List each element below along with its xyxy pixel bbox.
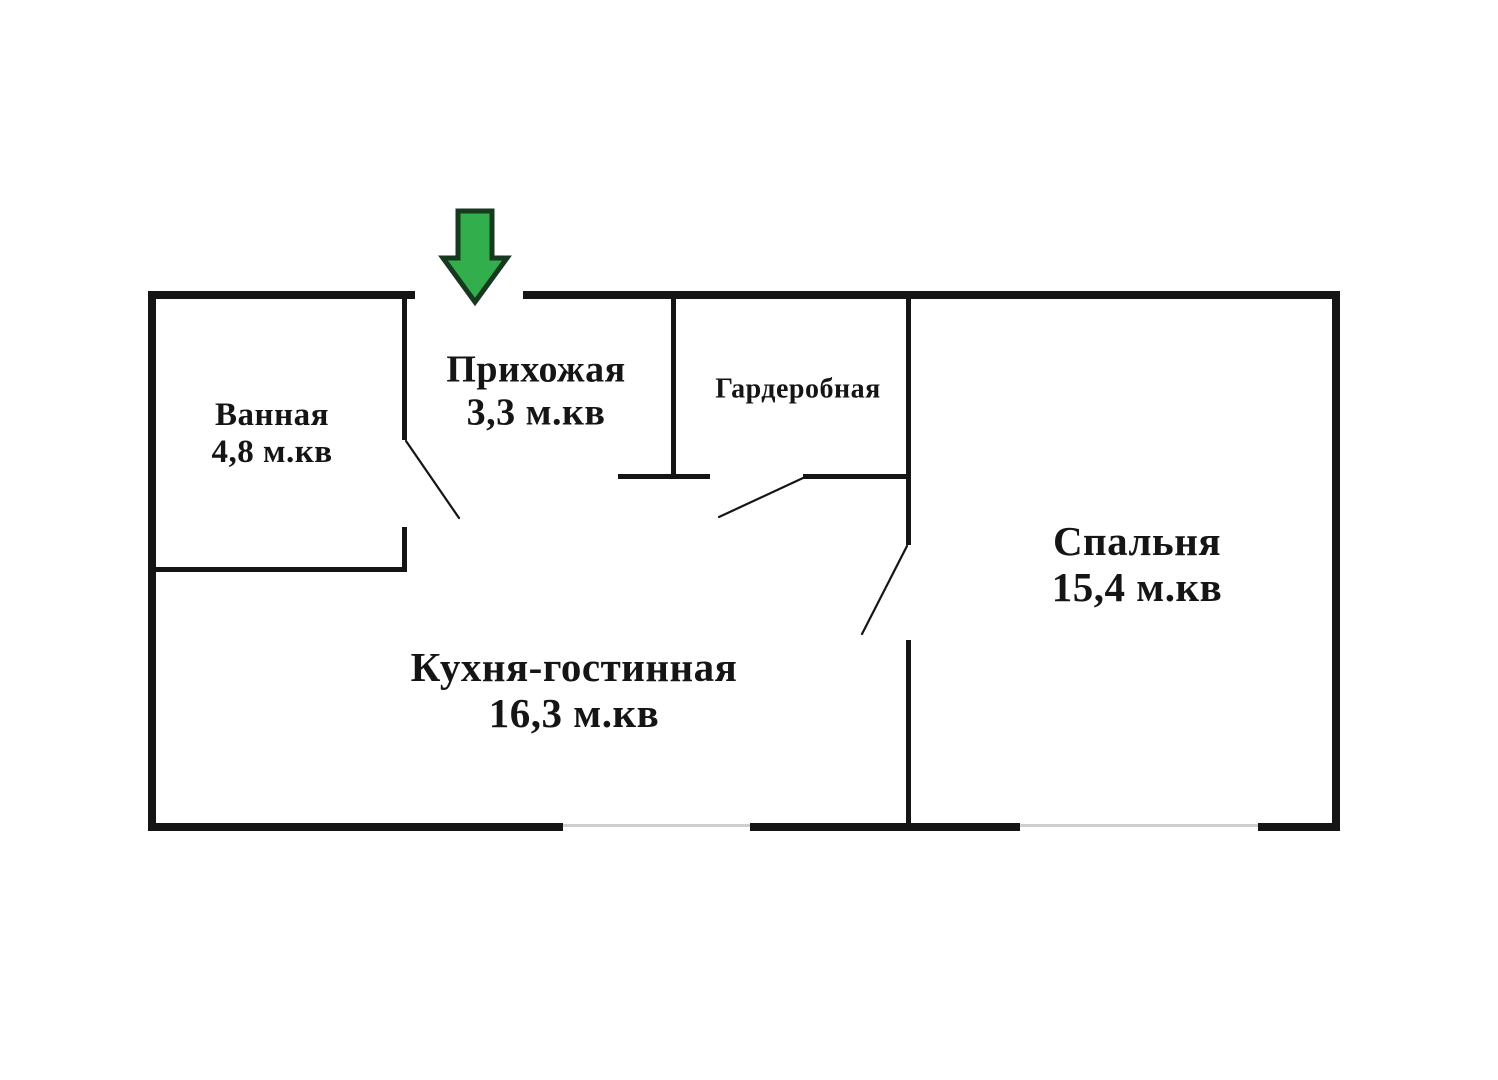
door-swing-bathroom <box>404 439 461 520</box>
room-label-kitchen-living: Кухня-гостинная 16,3 м.кв <box>410 644 738 737</box>
room-name: Кухня-гостинная <box>410 644 738 691</box>
room-name: Спальня <box>1052 518 1222 565</box>
room-area: 4,8 м.кв <box>211 434 333 470</box>
room-area: 16,3 м.кв <box>488 690 660 736</box>
door-swings <box>404 439 909 636</box>
room-area: 15,4 м.кв <box>1051 564 1223 610</box>
interior-walls <box>148 293 911 827</box>
room-name: Гардеробная <box>715 373 881 405</box>
entrance-arrow-icon <box>438 208 512 307</box>
room-name: Прихожая <box>446 348 626 391</box>
room-label-bathroom: Ванная 4,8 м.кв <box>211 397 332 471</box>
room-area: 3,3 м.кв <box>466 391 606 433</box>
outer-walls <box>148 291 1340 831</box>
door-swing-wardrobe <box>717 476 805 519</box>
door-swing-bedroom <box>860 544 909 636</box>
room-name: Ванная <box>215 397 329 434</box>
room-label-hallway: Прихожая 3,3 м.кв <box>446 348 625 433</box>
entrance-arrow-group <box>438 208 512 307</box>
room-label-wardrobe: Гардеробная <box>715 373 881 404</box>
room-label-bedroom: Спальня 15,4 м.кв <box>1051 518 1223 611</box>
